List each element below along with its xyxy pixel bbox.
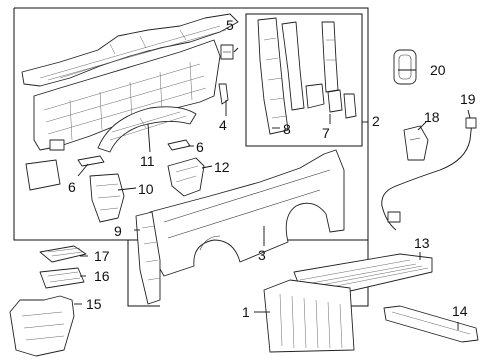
corner-bracket-part [167, 157, 205, 197]
outer-side-panel-part [149, 149, 345, 277]
rear-sill-part [383, 305, 479, 343]
callout-8: 8 [283, 121, 291, 137]
callout-9: 9 [114, 223, 122, 239]
front-filler-part [135, 211, 161, 305]
callout-6-upper: 6 [196, 139, 204, 155]
inner-side-panel-part [33, 39, 221, 151]
callout-2: 2 [372, 113, 380, 129]
side-bracket-left [25, 159, 61, 191]
step-bracket-part [39, 267, 85, 289]
fuel-housing-part [403, 125, 429, 161]
callout-11: 11 [140, 153, 155, 169]
callout-19: 19 [460, 91, 476, 107]
wheelhouse-part [97, 106, 197, 153]
callout-3: 3 [258, 247, 266, 263]
reinforcement-part-8 [257, 17, 305, 135]
callout-12: 12 [214, 159, 230, 175]
clip-part-6-lower [77, 155, 105, 167]
stake-pocket-reinforcement-part [9, 295, 75, 357]
front-panel-part [21, 13, 239, 87]
reinforcement-subframe [245, 13, 363, 147]
callout-7: 7 [322, 125, 330, 141]
stake-pocket-panel-part [89, 173, 125, 223]
callout-5: 5 [226, 17, 234, 33]
callout-17: 17 [94, 248, 110, 264]
callout-20: 20 [430, 62, 446, 78]
clip-part-6-upper [167, 139, 191, 151]
callout-13: 13 [414, 235, 430, 251]
step-pad-part [39, 245, 87, 263]
callout-10: 10 [138, 181, 154, 197]
callout-16: 16 [94, 268, 110, 284]
leader-lines [74, 47, 471, 330]
callout-15: 15 [86, 296, 102, 312]
reinforcement-part-7 [305, 21, 357, 119]
callout-1: 1 [242, 304, 250, 320]
tailgate-part [263, 279, 355, 353]
callout-14: 14 [452, 303, 468, 319]
bracket-part-4 [218, 83, 229, 105]
callout-18: 18 [424, 109, 440, 125]
callout-6-lower: 6 [68, 179, 76, 195]
callout-4: 4 [219, 117, 227, 133]
wiring-harness-part [381, 117, 477, 231]
bracket-part-5 [220, 44, 234, 60]
fuel-door-seal-part [393, 49, 417, 85]
